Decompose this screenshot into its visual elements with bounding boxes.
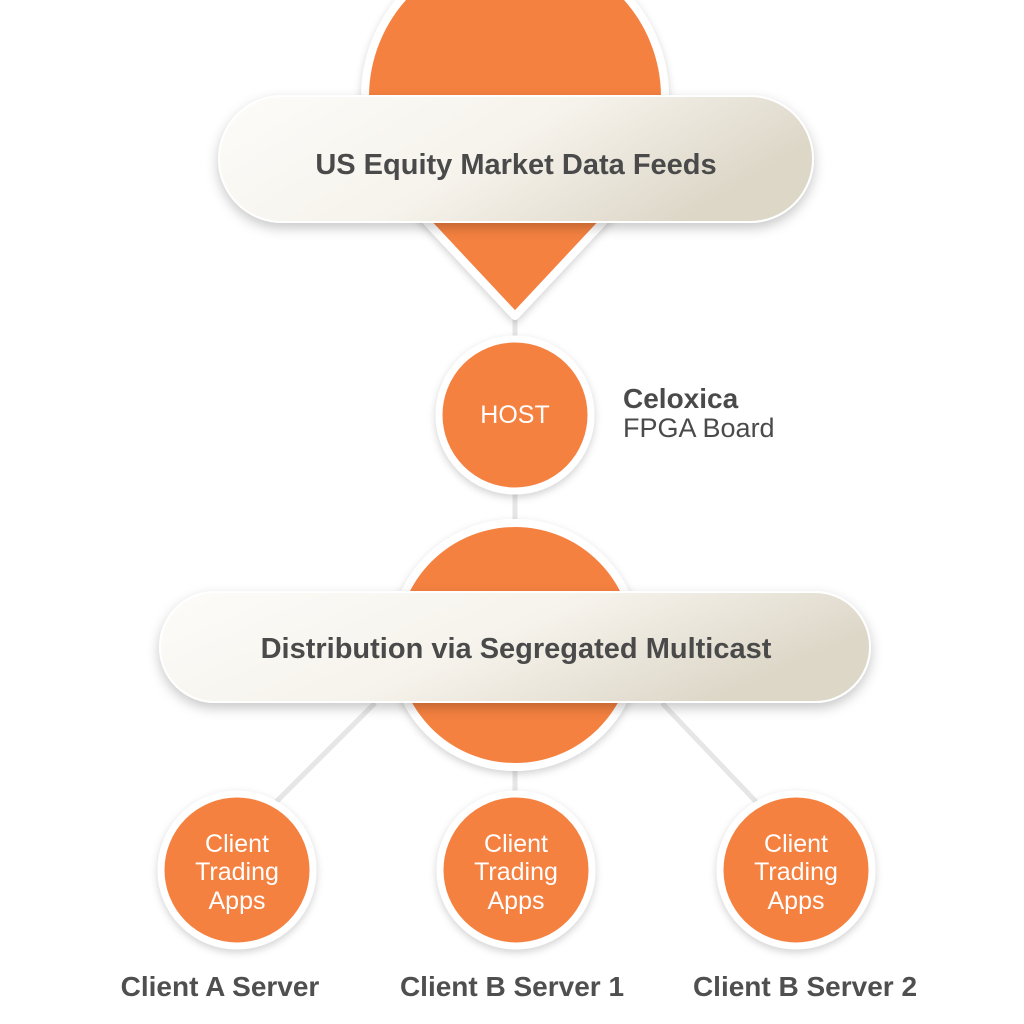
- host-node: [435, 335, 595, 495]
- vendor-name: Celoxica: [623, 383, 739, 414]
- distribution-label: Distribution via Segregated Multicast: [261, 633, 772, 665]
- distribution-pill: [159, 591, 871, 703]
- feeds-pill: [218, 95, 814, 223]
- client-b1-line-1: Client: [484, 830, 548, 858]
- vendor-product: FPGA Board: [623, 413, 775, 443]
- client-a-line-3: Apps: [209, 887, 266, 915]
- client-b2-node: [716, 790, 876, 950]
- client-a-line-2: Trading: [195, 858, 279, 886]
- connector-distribution-client-a: [268, 701, 377, 810]
- client-b2-line-1: Client: [764, 830, 828, 858]
- client-b1-server-label: Client B Server 1: [400, 971, 624, 1002]
- client-b2-line-3: Apps: [768, 887, 825, 915]
- client-b2-line-2: Trading: [754, 858, 838, 886]
- client-b2-server-label: Client B Server 2: [693, 971, 917, 1002]
- client-a-server-label: Client A Server: [121, 971, 320, 1002]
- connector-distribution-client-b2: [660, 701, 764, 810]
- client-a-line-1: Client: [205, 830, 269, 858]
- client-b1-node: [436, 790, 596, 950]
- host-label: HOST: [480, 401, 549, 429]
- feeds-label: US Equity Market Data Feeds: [315, 149, 716, 181]
- client-b1-line-2: Trading: [474, 858, 558, 886]
- client-a-node: [157, 790, 317, 950]
- client-b1-line-3: Apps: [488, 887, 545, 915]
